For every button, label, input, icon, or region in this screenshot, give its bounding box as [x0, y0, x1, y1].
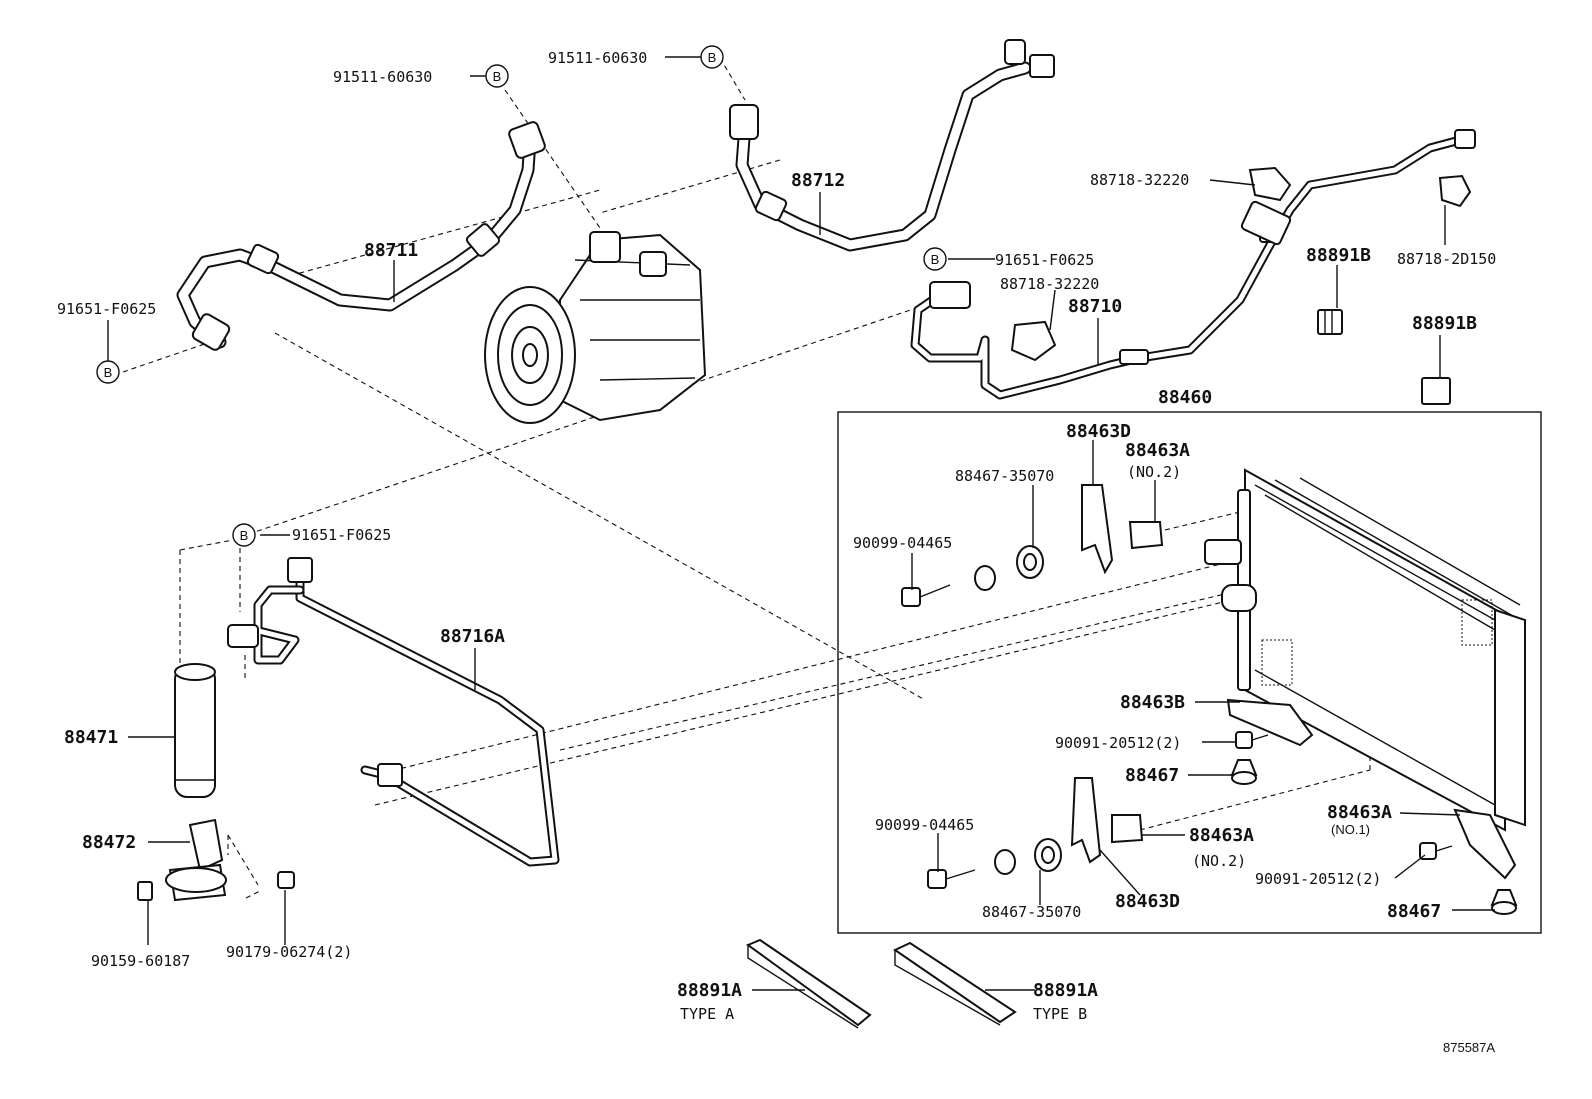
- compressor: [484, 231, 707, 424]
- label-88891a-2: 88891A: [1033, 980, 1098, 1001]
- label-88710: 88710: [1068, 296, 1122, 317]
- label-88463a-top: 88463A: [1125, 440, 1190, 461]
- label-88711: 88711: [364, 240, 418, 261]
- bracket-88463b: [1226, 698, 1314, 747]
- label-88467-35070-bot: 88467-35070: [982, 903, 1081, 921]
- ref-b-circles: B B B B B: [96, 45, 947, 547]
- seal-88891a-type-b: [892, 941, 1017, 1026]
- label-88712: 88712: [791, 170, 845, 191]
- diagram-id: 875587A: [1443, 1040, 1495, 1055]
- seal-88891a-type-a: [745, 938, 872, 1029]
- label-88467-b: 88467: [1387, 901, 1441, 922]
- label-91511-60630-a: 91511-60630: [333, 68, 432, 86]
- label-90099-04465-bot: 90099-04465: [875, 816, 974, 834]
- label-91651-f0625-left: 91651-F0625: [57, 300, 156, 318]
- bolt-90099-top: [901, 584, 951, 607]
- label-88463d-top: 88463D: [1066, 421, 1131, 442]
- label-88463b: 88463B: [1120, 692, 1185, 713]
- ref-b-5: B: [240, 528, 249, 543]
- label-88463a-no1-sub: (NO.1): [1331, 822, 1370, 837]
- collar-bot: [994, 849, 1016, 875]
- label-88463a-mid-no: (NO.2): [1192, 852, 1246, 870]
- label-88472: 88472: [82, 832, 136, 853]
- label-88467-a: 88467: [1125, 765, 1179, 786]
- label-91511-60630-b: 91511-60630: [548, 49, 647, 67]
- receiver-88471: [174, 663, 216, 798]
- pipe-88716a: [227, 557, 560, 867]
- clamp-88718-32220-mid: [1010, 320, 1057, 362]
- label-88716a: 88716A: [440, 626, 505, 647]
- label-90091-20512-a: 90091-20512(2): [1055, 734, 1181, 752]
- clamp-88718-2d150: [1438, 174, 1472, 208]
- mount-pad-1: [1204, 539, 1242, 565]
- bracket-88472: [137, 818, 295, 902]
- bolt-90091-b: [1419, 842, 1453, 860]
- pad-88891b-2: [1421, 377, 1451, 405]
- label-88891b-1: 88891B: [1306, 245, 1371, 266]
- bracket-88463a-no1: [1453, 808, 1517, 880]
- label-90091-20512-b: 90091-20512(2): [1255, 870, 1381, 888]
- bracket-88463a-no2-mid: [1111, 814, 1144, 844]
- pad-88891b-1: [1317, 309, 1343, 335]
- bracket-88463a-no2-top: [1128, 521, 1164, 550]
- label-88891a-1: 88891A: [677, 980, 742, 1001]
- label-88463a-top-no: (NO.2): [1127, 463, 1181, 481]
- label-88891b-2: 88891B: [1412, 313, 1477, 334]
- label-90099-04465-top: 90099-04465: [853, 534, 952, 552]
- label-88460: 88460: [1158, 387, 1212, 408]
- label-88718-32220-top: 88718-32220: [1090, 171, 1189, 189]
- clamp-88718-32220-top: [1248, 166, 1292, 202]
- hose-88710: [910, 129, 1476, 400]
- bracket-88463d-top: [1081, 484, 1114, 575]
- label-88463d-bot: 88463D: [1115, 891, 1180, 912]
- collar-top: [974, 565, 996, 591]
- condenser-88460: [1237, 468, 1526, 832]
- bracket-88463d-bot: [1070, 777, 1102, 864]
- hose-88712: [729, 39, 1055, 252]
- ref-b-3: B: [104, 365, 113, 380]
- label-type-b: TYPE B: [1033, 1005, 1087, 1023]
- ref-b-2: B: [708, 50, 717, 65]
- label-88471: 88471: [64, 727, 118, 748]
- ref-b-4: B: [931, 252, 940, 267]
- clip-88467-b: [1490, 889, 1518, 915]
- bolt-90099-bot: [927, 869, 976, 889]
- label-90179-06274: 90179-06274(2): [226, 943, 352, 961]
- label-88718-32220-mid: 88718-32220: [1000, 275, 1099, 293]
- label-88463a-no1: 88463A: [1327, 802, 1392, 823]
- mount-pad-2: [1221, 584, 1257, 612]
- clip-88467-a: [1230, 759, 1258, 785]
- label-type-a: TYPE A: [680, 1005, 734, 1023]
- label-88463a-mid: 88463A: [1189, 825, 1254, 846]
- condenser-box: [837, 411, 1542, 934]
- grommet-88467-35070-bot: [1034, 838, 1062, 872]
- ref-b-1: B: [493, 69, 502, 84]
- bolt-90091-a: [1235, 731, 1269, 749]
- label-91651-f0625-mid: 91651-F0625: [995, 251, 1094, 269]
- part-labels: 91511-60630 91511-60630 88712 88711 9165…: [57, 49, 1496, 1055]
- grommet-88467-35070-top: [1016, 545, 1044, 579]
- label-90159-60187: 90159-60187: [91, 952, 190, 970]
- dashed-connection-lines: [122, 57, 1491, 899]
- label-88718-2d150: 88718-2D150: [1397, 250, 1496, 268]
- label-88467-35070-top: 88467-35070: [955, 467, 1054, 485]
- hose-88711: [176, 121, 546, 351]
- label-91651-f0625-low: 91651-F0625: [292, 526, 391, 544]
- leader-lines: [107, 56, 1495, 991]
